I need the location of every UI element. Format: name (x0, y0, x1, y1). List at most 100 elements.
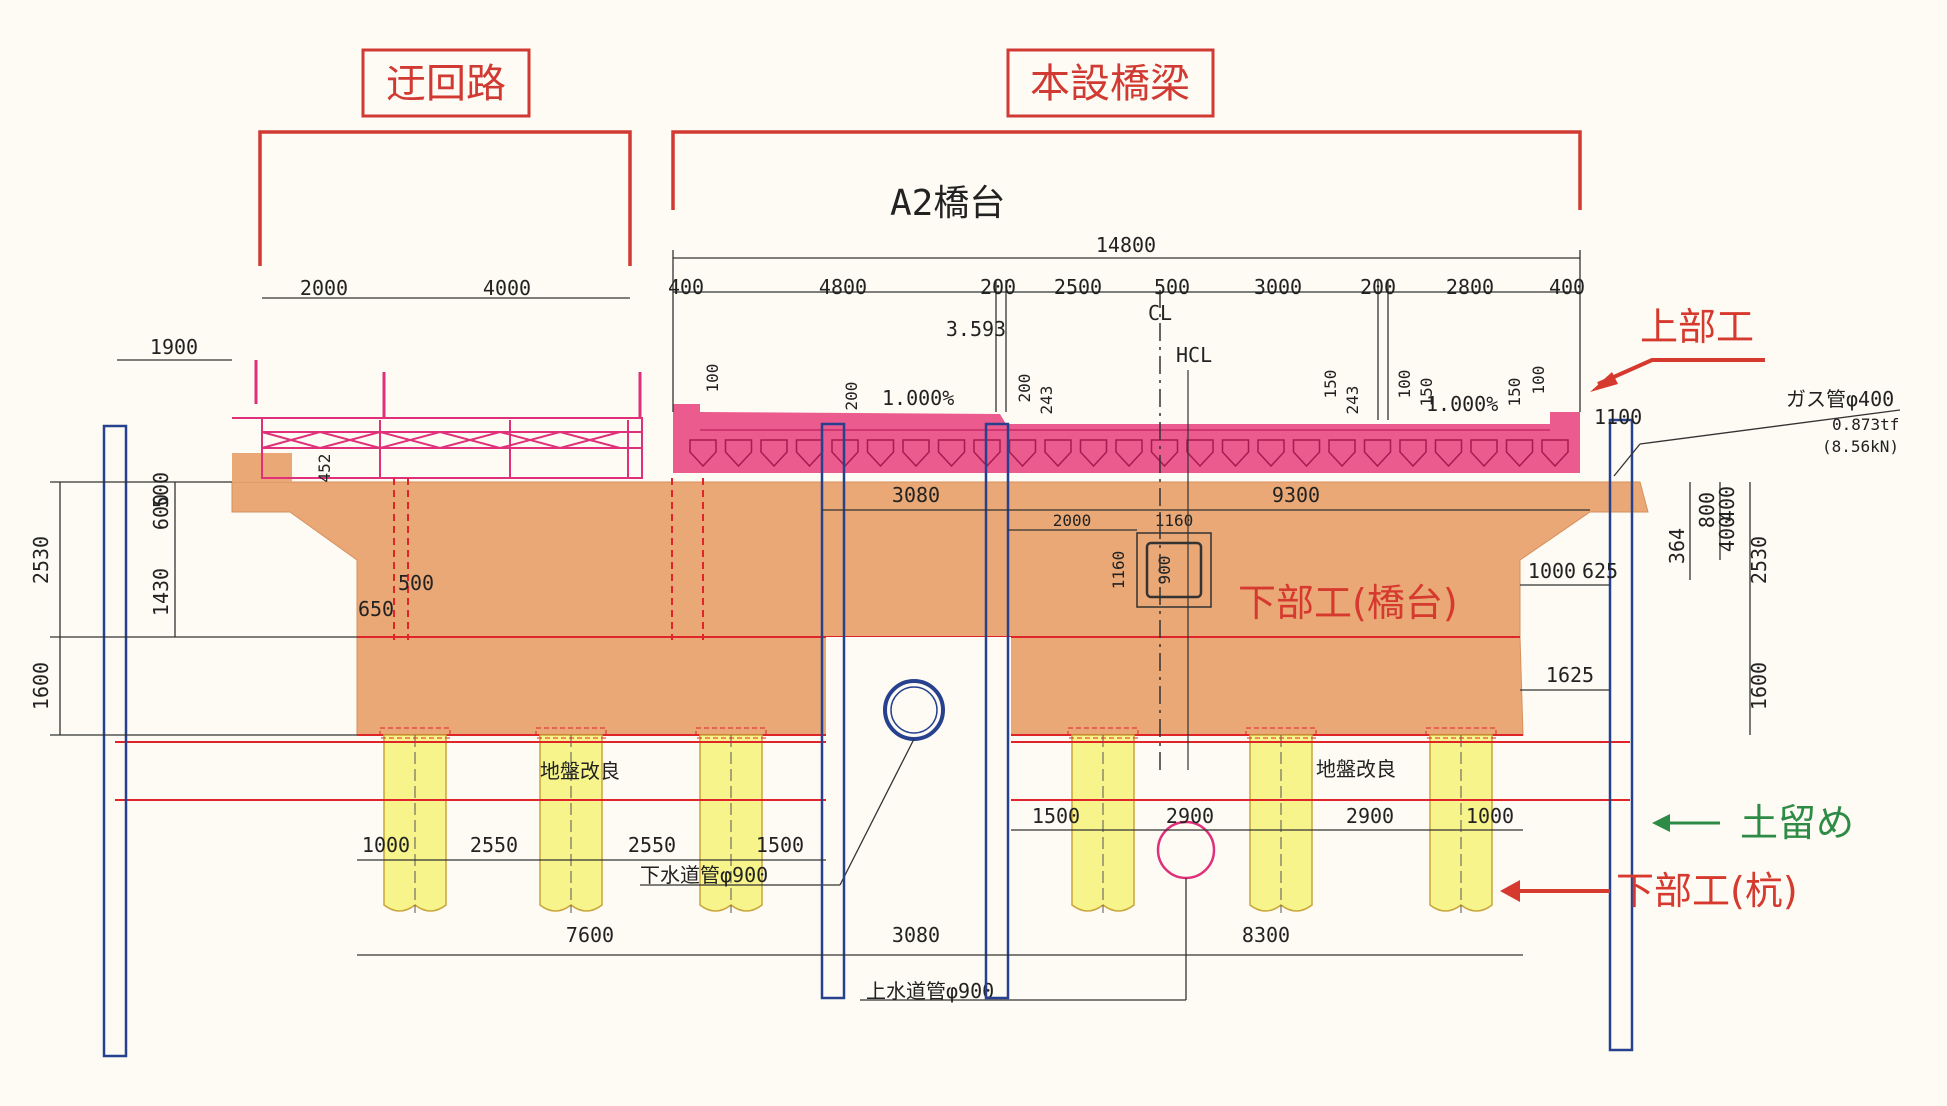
dim-3080-top: 3080 (892, 483, 940, 507)
svg-text:500: 500 (398, 571, 434, 595)
girder-cell (937, 439, 966, 468)
small-vertical-dims: 100 200 200 243 150 243 100 150 150 100 … (315, 364, 1548, 483)
svg-text:ガス管φ400: ガス管φ400 (1786, 387, 1894, 411)
abutment-title: A2橋台 (890, 183, 1005, 224)
superstructure-arrow (1597, 358, 1765, 386)
girder-cell (1434, 439, 1463, 468)
svg-text:3080: 3080 (892, 923, 940, 947)
svg-text:2550: 2550 (470, 833, 518, 857)
girder-cell (1079, 439, 1108, 468)
detour-title: 迂回路 (386, 61, 506, 107)
main-bridge-title: 本設橋梁 (1030, 61, 1190, 107)
girder-cell (973, 439, 1001, 468)
svg-text:2900: 2900 (1166, 804, 1214, 828)
svg-text:650: 650 (358, 597, 394, 621)
dim-9300: 9300 (1272, 483, 1320, 507)
svg-text:100: 100 (1529, 366, 1548, 395)
svg-text:1000: 1000 (1466, 804, 1514, 828)
svg-text:3000: 3000 (1254, 275, 1302, 299)
svg-text:4000: 4000 (483, 276, 531, 300)
svg-text:200: 200 (980, 275, 1016, 299)
earth-retaining-label: 土留め (1740, 801, 1854, 845)
abutment-label: 下部工(橋台) (1238, 581, 1458, 625)
svg-text:500: 500 (149, 472, 173, 508)
svg-text:2000: 2000 (300, 276, 348, 300)
girder-cell (831, 439, 859, 468)
girder-cell (1044, 439, 1072, 468)
detour-dimensions: 2000 4000 (300, 276, 531, 300)
svg-text:2530: 2530 (1747, 536, 1771, 584)
dim-1100: 1100 (1594, 405, 1642, 429)
girder-cell (902, 439, 930, 468)
svg-text:100: 100 (1395, 370, 1414, 399)
sheet-piles (102, 418, 1634, 1058)
svg-text:1000: 1000 (1528, 559, 1576, 583)
girder-cell (1328, 439, 1356, 468)
pile-spacing-right: 1500 2900 2900 1000 (1032, 804, 1514, 828)
bottom-dimensions: 7600 3080 8300 (566, 923, 1290, 947)
svg-text:200: 200 (1015, 374, 1034, 403)
main-bridge-bracket (671, 130, 1582, 210)
girder-cell (1257, 439, 1285, 468)
girder-cell (1470, 439, 1498, 468)
superstructure-label: 上部工 (1640, 305, 1754, 349)
girder-cell (724, 439, 753, 468)
svg-text:2530: 2530 (29, 536, 53, 584)
svg-text:2900: 2900 (1346, 804, 1394, 828)
sewer-pipe-label: 下水道管φ900 (640, 863, 768, 887)
detour-truss (232, 360, 704, 640)
water-pipe-label: 上水道管φ900 (866, 979, 994, 1003)
girder-cell (689, 439, 717, 468)
dim-2000-box: 2000 (1053, 511, 1092, 530)
svg-text:200: 200 (842, 382, 861, 411)
left-dimensions: 600 500 1430 2530 1600 500 650 (29, 472, 434, 710)
hcl-label: HCL (1176, 343, 1212, 367)
girder-cell (866, 439, 895, 468)
svg-text:800: 800 (1695, 492, 1719, 528)
svg-text:2800: 2800 (1446, 275, 1494, 299)
svg-text:400: 400 (1549, 275, 1585, 299)
svg-text:600: 600 (149, 494, 173, 530)
svg-text:364: 364 (1665, 528, 1689, 564)
svg-text:1500: 1500 (756, 833, 804, 857)
svg-text:2500: 2500 (1054, 275, 1102, 299)
dimension-lines (50, 250, 1751, 956)
svg-text:243: 243 (1037, 386, 1056, 415)
svg-text:400: 400 (668, 275, 704, 299)
main-bridge-title-box: 本設橋梁 (1006, 48, 1215, 118)
svg-text:(8.56kN): (8.56kN) (1822, 437, 1899, 456)
svg-text:625: 625 (1582, 559, 1618, 583)
svg-text:1500: 1500 (1032, 804, 1080, 828)
svg-text:150: 150 (1505, 378, 1524, 407)
pile-spacing-left: 1000 2550 2550 1500 (362, 833, 804, 857)
svg-text:900: 900 (1155, 556, 1174, 585)
deck-dimensions: 400 4800 200 2500 500 3000 200 2800 400 (668, 275, 1585, 299)
dim-total-width: 14800 (1096, 233, 1156, 257)
ground-improvement-left: 地盤改良 (540, 759, 620, 783)
slope-left: 1.000% (882, 386, 954, 410)
girder-cell (760, 439, 788, 468)
svg-text:100: 100 (703, 364, 722, 393)
svg-text:150: 150 (1417, 378, 1436, 407)
girder-cell (1008, 439, 1037, 468)
svg-text:1600: 1600 (1747, 662, 1771, 710)
svg-text:1160: 1160 (1155, 511, 1194, 530)
svg-text:200: 200 (1360, 275, 1396, 299)
svg-text:2550: 2550 (628, 833, 676, 857)
ground-improvement-right: 地盤改良 (1316, 757, 1396, 781)
svg-text:243: 243 (1343, 386, 1362, 415)
pile-label: 下部工(杭) (1616, 869, 1798, 913)
svg-text:150: 150 (1321, 370, 1340, 399)
gas-pipe-annotation: ガス管φ400 0.873tf (8.56kN) (1613, 387, 1901, 477)
piles (379, 727, 1497, 913)
girder-cell (1541, 439, 1569, 468)
svg-text:400: 400 (1715, 486, 1739, 522)
girder-cell (1221, 439, 1250, 468)
svg-text:400: 400 (1715, 516, 1739, 552)
superstructure-deck (673, 404, 1580, 473)
pipe-void (826, 637, 1011, 749)
girder-cell (1292, 439, 1321, 468)
dim-left-offset: 1900 (150, 335, 198, 359)
